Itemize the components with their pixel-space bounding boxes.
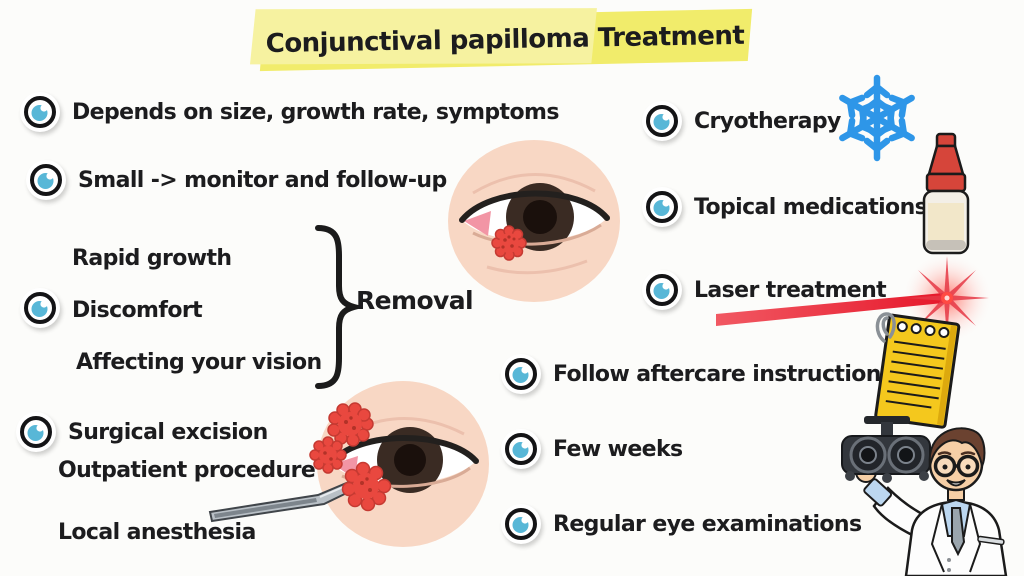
eye-icon <box>16 412 56 452</box>
removal-outcome-label: Removal <box>356 286 474 315</box>
eye-surgery-illustration <box>208 381 489 547</box>
bullet-row-laser: Laser treatment <box>642 268 887 312</box>
paperclip-icon <box>875 312 896 343</box>
eye-drop-bottle-icon <box>922 132 970 255</box>
eye-icon <box>501 429 541 469</box>
eye-icon <box>20 92 60 132</box>
curly-brace <box>315 225 360 389</box>
bullet-row-few-weeks: Few weeks <box>501 427 683 471</box>
bullet-row-surgical: Surgical excision <box>16 410 268 454</box>
bullet-label: Depends on size, growth rate, symptoms <box>72 99 559 125</box>
bullet-row-aftercare: Follow aftercare instructions <box>501 352 894 396</box>
eye-icon <box>20 288 60 328</box>
eye-icon <box>26 160 66 200</box>
eye-icon <box>501 504 541 544</box>
bullet-row-topical: Topical medications <box>642 185 928 229</box>
bullet-label: Cryotherapy <box>694 108 841 134</box>
eye-icon <box>642 101 682 141</box>
removal-reason: Discomfort <box>72 298 203 323</box>
bullet-row-small-monitor: Small -> monitor and follow-up <box>26 158 447 202</box>
bullet-label: Follow aftercare instructions <box>553 361 894 387</box>
eye-icon <box>642 270 682 310</box>
surgical-detail: Local anesthesia <box>58 520 256 545</box>
phoropter-icon <box>841 416 931 483</box>
eye-papilloma-illustration <box>448 140 620 302</box>
snowflake-icon <box>831 74 923 164</box>
removal-reason: Rapid growth <box>72 246 232 271</box>
bullet-label: Few weeks <box>553 436 683 462</box>
optometrist-doctor-illustration <box>841 416 1008 576</box>
notepad-icon <box>874 312 961 429</box>
removal-reason: Affecting your vision <box>76 350 322 375</box>
bullet-row-regular-exams: Regular eye examinations <box>501 502 862 546</box>
bullet-label: Topical medications <box>694 194 928 220</box>
title-banner: Conjunctival papilloma Treatment <box>258 8 753 72</box>
bullet-label: Regular eye examinations <box>553 511 862 537</box>
papilloma-bump <box>491 225 527 261</box>
bullet-label: Laser treatment <box>694 277 887 303</box>
eye-icon <box>642 187 682 227</box>
page-title: Conjunctival papilloma Treatment <box>265 20 745 60</box>
eye-icon <box>501 354 541 394</box>
bullet-label: Small -> monitor and follow-up <box>78 167 447 193</box>
bullet-row-depends: Depends on size, growth rate, symptoms <box>20 90 559 134</box>
papilloma-cluster <box>309 402 392 512</box>
surgical-detail: Outpatient procedure <box>58 458 316 483</box>
bullet-label: Surgical excision <box>68 419 268 445</box>
pocket-pen-icon <box>977 535 1005 546</box>
bullet-row-cryotherapy: Cryotherapy <box>642 99 841 143</box>
